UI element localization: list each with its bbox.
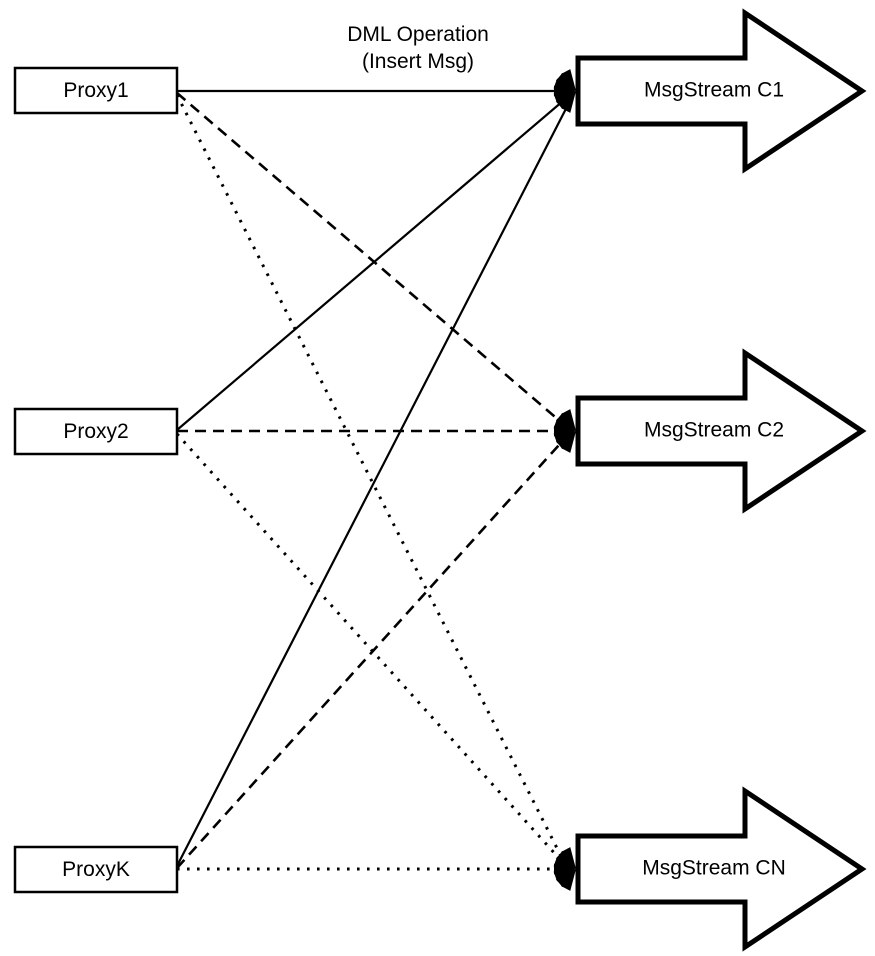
- edge-annotation-line-1: DML Operation: [347, 23, 489, 46]
- edge-p2-c1: [176, 94, 571, 431]
- proxy-label-proxyk: ProxyK: [62, 858, 130, 881]
- edge-annotation-line-2: (Insert Msg): [362, 50, 474, 73]
- proxy-label-proxy2: Proxy2: [63, 420, 128, 443]
- edge-p1-cn: [175, 94, 568, 867]
- proxy-box-proxyk[interactable]: [13, 845, 179, 894]
- edge-pk-c1: [176, 96, 573, 867]
- arrowhead-head-c1: [553, 69, 576, 113]
- stream-label-msgstream_cn: MsgStream CN: [642, 857, 786, 880]
- stream-arrow-shape-msgstream_cn[interactable]: [575, 786, 867, 952]
- stream-msgstream_c2[interactable]: MsgStream C2: [575, 348, 867, 514]
- arrowheads-group: [553, 69, 576, 891]
- arrowhead-barb-0: [561, 869, 576, 891]
- stream-arrow-shape-msgstream_c2[interactable]: [575, 348, 867, 514]
- arrowhead-barb-6: [561, 409, 576, 431]
- arrowhead-head-c2: [553, 409, 576, 453]
- edges-group: [175, 89, 573, 871]
- targets-group: MsgStream C1 MsgStream C2 MsgStream CN: [575, 8, 867, 952]
- arrowhead-barb-1: [555, 431, 576, 450]
- proxy-node-proxy2[interactable]: Proxy2: [13, 407, 179, 456]
- arrowhead-head-cn: [553, 847, 576, 891]
- proxy-box-proxy1[interactable]: [13, 66, 179, 115]
- stream-msgstream_cn[interactable]: MsgStream CN: [575, 786, 867, 952]
- edge-p2-cn: [175, 432, 568, 868]
- arrowhead-barb-0: [561, 91, 576, 113]
- stream-arrow-shape-msgstream_c1[interactable]: [575, 8, 867, 174]
- stream-msgstream_c1[interactable]: MsgStream C1: [575, 8, 867, 174]
- arrowhead-barb-6: [561, 69, 576, 91]
- arrowhead-barb-5: [555, 72, 576, 91]
- stream-label-msgstream_c2: MsgStream C2: [644, 419, 784, 442]
- proxy-node-proxyk[interactable]: ProxyK: [13, 845, 179, 894]
- proxy-node-proxy1[interactable]: Proxy1: [13, 66, 179, 115]
- stream-label-msgstream_c1: MsgStream C1: [644, 79, 784, 102]
- arrowhead-barb-6: [561, 847, 576, 869]
- arrowhead-barb-1: [555, 91, 576, 110]
- arrowhead-barb-5: [555, 412, 576, 431]
- edge-pk-c2: [176, 434, 569, 869]
- arrowhead-barb-0: [561, 431, 576, 453]
- arrowhead-barb-5: [555, 850, 576, 869]
- arrowhead-barb-1: [555, 869, 576, 888]
- proxy-box-proxy2[interactable]: [13, 407, 179, 456]
- proxy-label-proxy1: Proxy1: [63, 79, 128, 102]
- edge-p1-c2: [176, 92, 569, 429]
